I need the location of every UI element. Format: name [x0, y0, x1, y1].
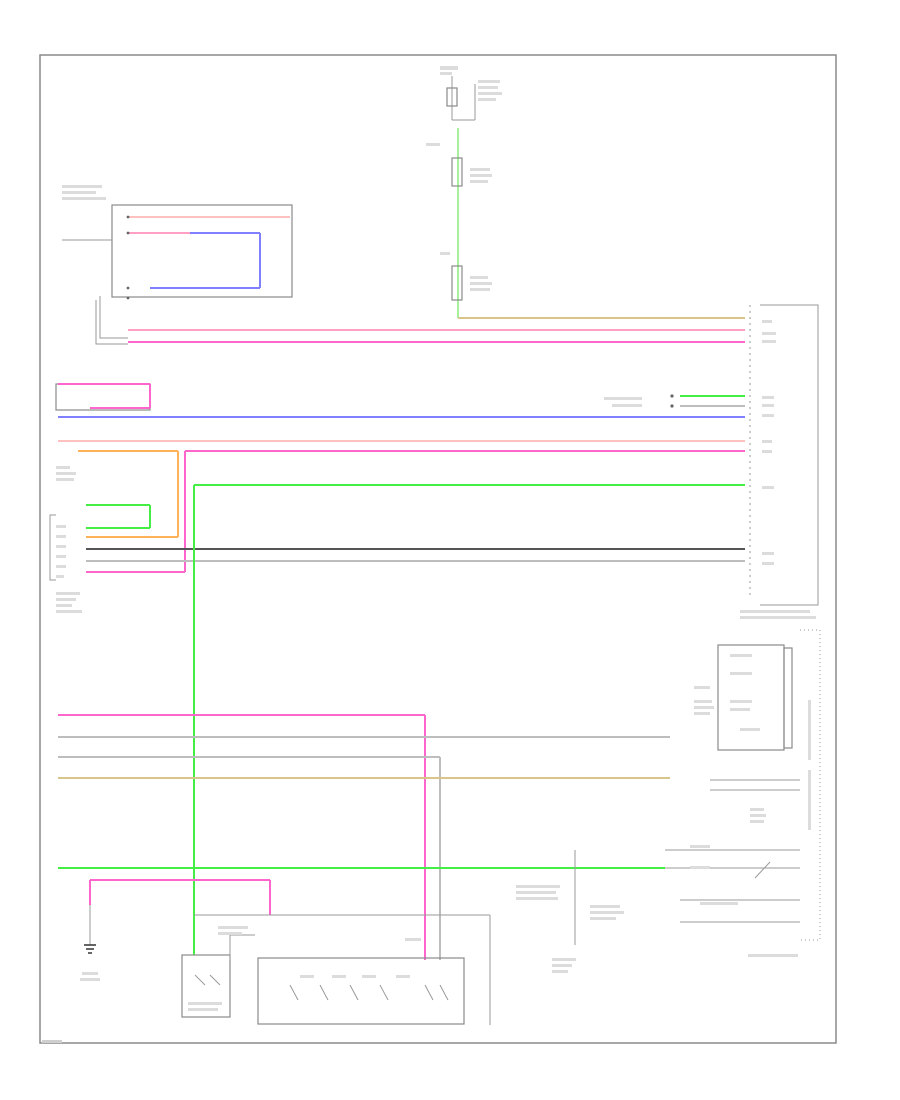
lower-harness [58, 714, 670, 960]
diagram-frame [39, 54, 837, 1044]
fuse-column [426, 66, 502, 318]
switch-bank [194, 914, 491, 1025]
fuse-caption [440, 252, 492, 291]
switch-icon [289, 984, 449, 1001]
left-sensor-block [49, 451, 745, 613]
left-switch-module [62, 185, 293, 345]
control-unit-pin-labels [740, 320, 816, 619]
combination-meter-labels [690, 654, 811, 957]
connector-pin-icon [126, 215, 130, 300]
fuse-icon [446, 87, 458, 107]
mid-harness-caption [604, 397, 642, 407]
left-sensor-caption [56, 466, 76, 481]
right-control-unit [740, 304, 819, 619]
fuse-caption [426, 143, 492, 183]
relay-box [181, 934, 255, 1018]
ground-icon [80, 905, 100, 981]
fuse-icon [451, 157, 463, 187]
left-switch-module-caption [62, 185, 106, 200]
footer-mark [42, 1040, 62, 1043]
left-sensor-pin-labels [56, 525, 82, 613]
brake-switches [516, 850, 624, 973]
fuse-icon [451, 265, 463, 301]
combination-meter [665, 629, 821, 957]
mid-harness [55, 383, 745, 486]
fuse-column-captions [440, 66, 502, 101]
